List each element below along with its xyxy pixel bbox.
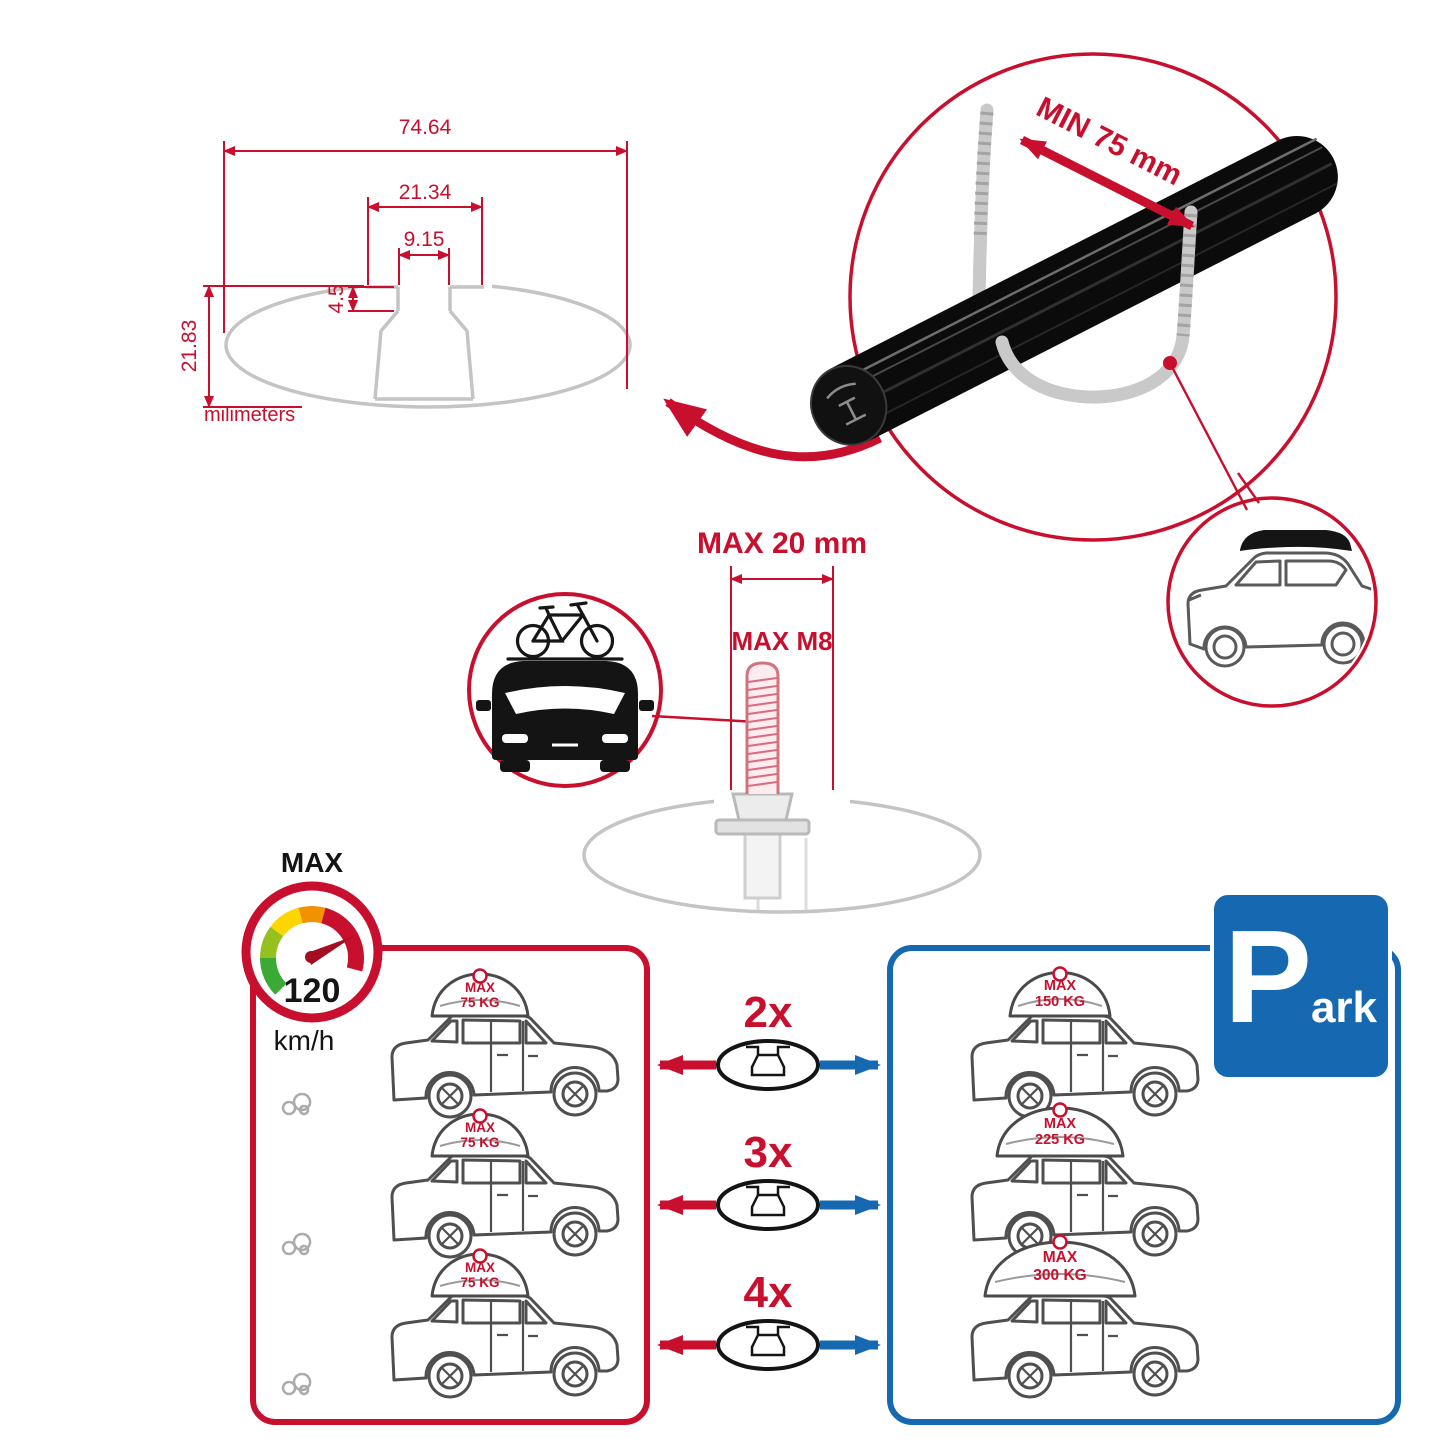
cargo-badge: MAX (1044, 978, 1077, 994)
suv-with-roof-box (1186, 530, 1372, 668)
dim-inner-width-label: 21.34 (399, 181, 452, 204)
cargo-weight: 150 KG (1035, 994, 1085, 1010)
cargo-badge: MAX (465, 980, 495, 995)
dim-step-depth-label: 4.5 (325, 284, 348, 313)
load-capacity-diagram: MAX 75 KG MAX 75 KG MAX 75 KG (241, 847, 1401, 1425)
units-label: milimeters (204, 404, 295, 426)
cargo-weight: 300 KG (1033, 1267, 1086, 1284)
min-span-label: MIN 75 mm (1031, 91, 1187, 192)
cargo-badge: MAX (1044, 1116, 1077, 1132)
magnifier-circle (848, 52, 1338, 542)
exhaust-swirl (281, 1232, 312, 1256)
cargo-badge: MAX (465, 1260, 495, 1275)
cargo-logo (472, 1248, 488, 1264)
cargo-logo (1052, 1234, 1068, 1250)
parking-sign-plate (1210, 891, 1392, 1081)
driving-car-row-3: MAX 75 KG (281, 1248, 620, 1399)
zoom-out-arrow (663, 398, 883, 462)
multiplier-row-2: 3x (657, 1128, 881, 1231)
dim-total-width-label: 74.64 (399, 116, 452, 139)
multiplier-label: 2x (744, 988, 793, 1037)
speed-limit-gauge: MAX 120 km/h (241, 847, 383, 1056)
car-front-icon (476, 661, 654, 772)
cargo-weight: 75 KG (460, 995, 499, 1010)
bike-icon (506, 601, 624, 661)
cargo-badge: MAX (465, 1120, 495, 1135)
exhaust-swirl (281, 1092, 312, 1116)
dim-ext-total-width (223, 141, 628, 389)
bolt-head (731, 792, 794, 822)
cargo-weight: 75 KG (460, 1135, 499, 1150)
cargo-logo (472, 1108, 488, 1124)
cargo-logo (472, 968, 488, 984)
speed-unit: km/h (274, 1025, 335, 1056)
dim-height-label: 21.83 (178, 320, 201, 373)
multiplier-row-1: 2x (657, 988, 881, 1091)
dim-ext-bolt-width (730, 566, 834, 792)
cargo-weight: 75 KG (460, 1275, 499, 1290)
suv-context-circle (1166, 496, 1378, 708)
bolt-lower-shaft (743, 832, 782, 900)
parking-sign: P ark (1210, 891, 1392, 1081)
clamp-u-strap (995, 205, 1198, 404)
bolt-threads (747, 677, 778, 787)
bolt-max-thread-label: MAX M8 (731, 626, 832, 656)
crossbar-profile-ellipse (224, 281, 632, 409)
profile-t-slot (366, 285, 484, 401)
bolt-max-width-label: MAX 20 mm (697, 527, 867, 560)
crossbar-profile-icon (716, 1039, 820, 1091)
crossbar-body (812, 135, 1338, 445)
bolt-detail-diagram: MAX 20 mm MAX M8 (467, 527, 982, 914)
cargo-weight: 225 KG (1035, 1132, 1085, 1148)
parked-car-row-1: MAX 150 KG (970, 966, 1200, 1119)
dim-ext-step-depth (348, 286, 394, 312)
dim-slot-width-label: 9.15 (404, 228, 445, 251)
cargo-badge: MAX (1043, 1249, 1078, 1266)
speed-value: 120 (284, 972, 341, 1010)
speed-max-label: MAX (281, 847, 344, 878)
crossbar-profile-icon (716, 1319, 820, 1371)
roof-box (1240, 530, 1352, 551)
crossbar-render-detail: MIN 75 mm (810, 52, 1378, 708)
dim-ext-height (203, 285, 364, 408)
driving-car-row-1: MAX 75 KG (281, 968, 620, 1119)
headlight-right (602, 734, 628, 743)
crossbar-cross-section-diagram: 74.64 21.34 9.15 4.5 21.83 milimeters (178, 116, 883, 462)
cargo-logo (1052, 966, 1068, 982)
multiplier-row-3: 4x (657, 1268, 881, 1371)
min-span-arrow (1019, 135, 1195, 231)
driving-car-row-2: MAX 75 KG (281, 1108, 620, 1259)
multiplier-label: 4x (744, 1268, 793, 1317)
clamp-rod-rear (972, 103, 994, 307)
multiplier-label: 3x (744, 1128, 793, 1177)
parked-car-row-3: MAX 300 KG (970, 1234, 1200, 1399)
exhaust-swirl (281, 1372, 312, 1396)
parking-letter: P (1224, 903, 1312, 1050)
parking-suffix: ark (1311, 983, 1378, 1032)
headlight-left (502, 734, 528, 743)
crossbar-profile-icon (716, 1179, 820, 1231)
t-nut-plate (714, 818, 811, 836)
bolt-leader-line (651, 714, 758, 724)
aero-crossbar (810, 135, 1338, 446)
gauge-needle (307, 936, 354, 965)
bike-car-circle (467, 592, 663, 788)
cargo-logo (1052, 1102, 1068, 1118)
parked-car-row-2: MAX 225 KG (970, 1102, 1200, 1259)
